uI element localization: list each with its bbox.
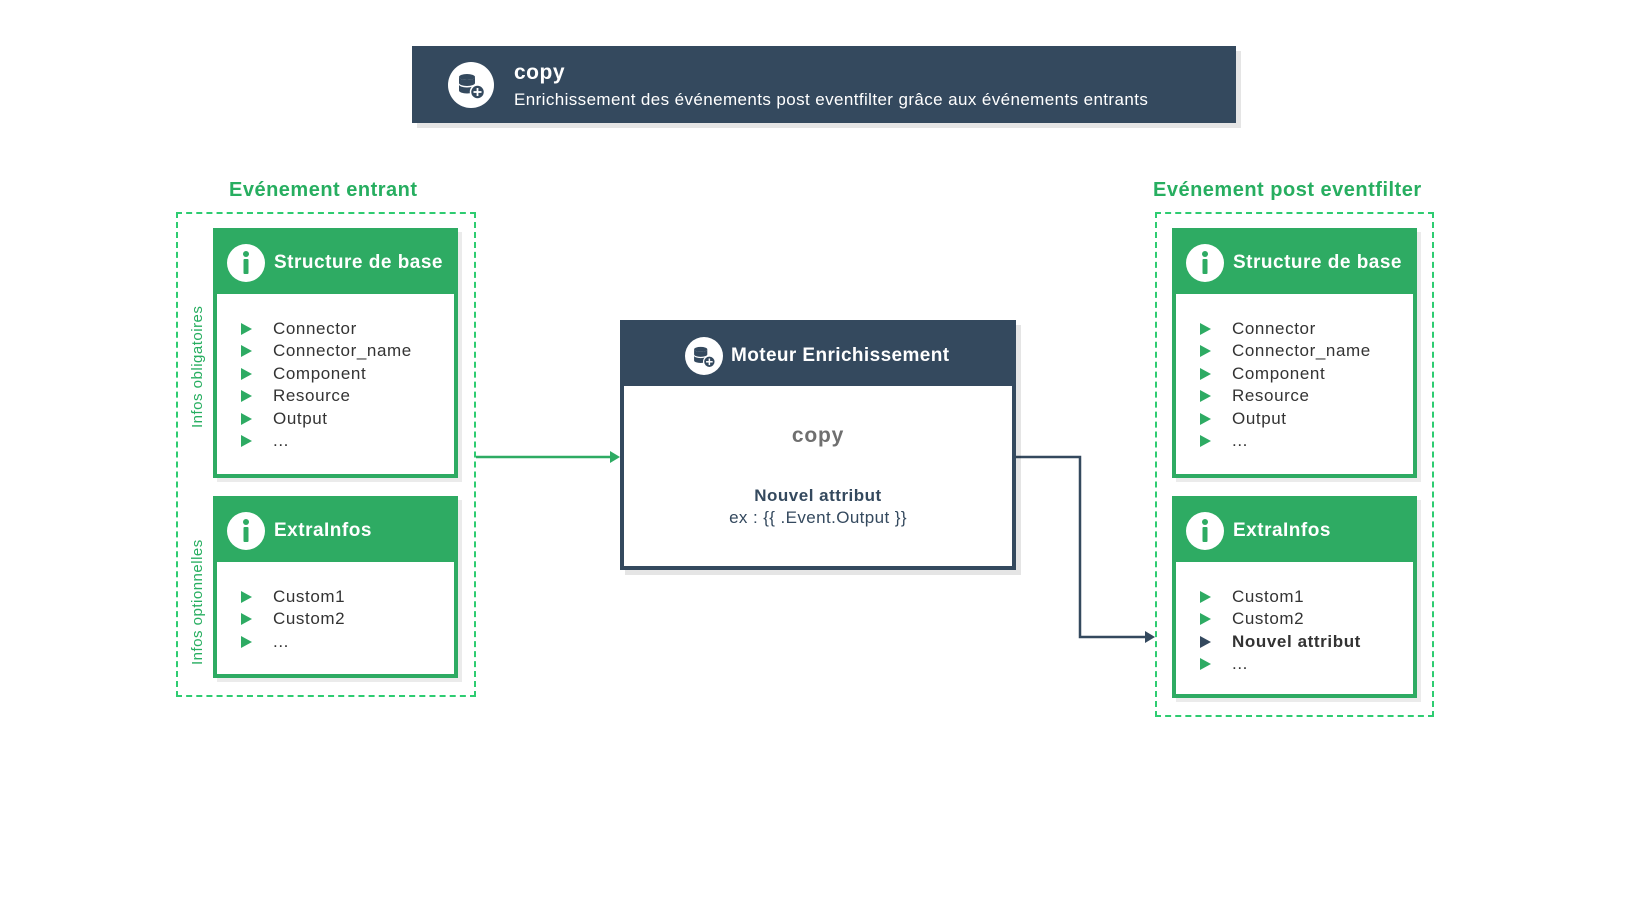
triangle-bullet-icon bbox=[241, 367, 252, 380]
field-label: Custom2 bbox=[1232, 609, 1305, 629]
card-header: ExtraInfos bbox=[1176, 500, 1413, 562]
right-event-container bbox=[1155, 212, 1434, 717]
card-header: Structure de base bbox=[217, 232, 454, 294]
field-label: Custom1 bbox=[273, 587, 346, 606]
card-title: ExtraInfos bbox=[1233, 520, 1331, 541]
list-item: Connector bbox=[217, 318, 454, 340]
triangle-bullet-icon bbox=[1200, 591, 1211, 603]
banner-title: copy bbox=[514, 61, 566, 84]
field-label: Resource bbox=[273, 386, 351, 406]
triangle-bullet-icon bbox=[1200, 658, 1211, 671]
label-optional-info: Infos optionnelles bbox=[189, 539, 206, 665]
field-list: Connector Connector_name Component Resou… bbox=[217, 318, 454, 452]
list-item: Custom1 bbox=[1176, 586, 1413, 608]
banner-subtitle: Enrichissement des événements post event… bbox=[514, 90, 1149, 109]
engine-title: Moteur Enrichissement bbox=[731, 345, 950, 366]
triangle-bullet-icon bbox=[241, 434, 252, 447]
triangle-bullet-icon bbox=[241, 345, 252, 358]
field-label: Custom1 bbox=[1232, 587, 1305, 606]
field-list: Custom1 Custom2 Nouvel attribut ... bbox=[1176, 586, 1413, 676]
info-icon bbox=[227, 512, 265, 550]
header-banner: copy Enrichissement des événements post … bbox=[412, 46, 1236, 123]
field-label: ... bbox=[273, 430, 289, 450]
list-item: Connector_name bbox=[217, 340, 454, 362]
list-item: Component bbox=[217, 363, 454, 385]
arrow-out-head bbox=[1145, 631, 1155, 643]
triangle-bullet-icon bbox=[1200, 613, 1211, 626]
info-icon bbox=[1186, 512, 1224, 550]
triangle-bullet-icon bbox=[241, 412, 252, 425]
left-section-title: Evénement entrant bbox=[229, 179, 418, 201]
triangle-bullet-icon bbox=[1200, 412, 1211, 425]
field-label: ... bbox=[273, 631, 289, 651]
list-item: Custom1 bbox=[217, 586, 454, 608]
list-item: Connector bbox=[1176, 318, 1413, 340]
card-title: Structure de base bbox=[1233, 252, 1402, 273]
field-label: Connector bbox=[1232, 319, 1316, 338]
label-required-info: Infos obligatoires bbox=[189, 305, 206, 428]
arrow-out-line bbox=[1016, 455, 1146, 639]
triangle-bullet-icon bbox=[241, 591, 252, 603]
field-list: Connector Connector_name Component Resou… bbox=[1176, 318, 1413, 452]
card-title: ExtraInfos bbox=[274, 520, 372, 541]
list-item: Connector_name bbox=[1176, 340, 1413, 362]
database-plus-icon bbox=[685, 337, 723, 375]
left-event-container bbox=[176, 212, 476, 697]
field-label: Connector_name bbox=[1232, 341, 1371, 361]
field-list: Custom1 Custom2 ... bbox=[217, 586, 454, 653]
field-label: ... bbox=[1232, 430, 1248, 450]
engine-example: ex : {{ .Event.Output }} bbox=[729, 508, 907, 527]
info-icon bbox=[1186, 244, 1224, 282]
list-item: Output bbox=[217, 408, 454, 430]
list-item: ... bbox=[217, 631, 454, 653]
field-label: Output bbox=[273, 408, 328, 428]
triangle-bullet-icon bbox=[1200, 345, 1211, 358]
right-base-card: Structure de base Connector Connector_na… bbox=[1172, 228, 1417, 478]
list-item: Custom2 bbox=[217, 608, 454, 630]
engine-operation: copy bbox=[791, 424, 845, 447]
field-label: ... bbox=[1232, 654, 1248, 674]
triangle-bullet-icon bbox=[1200, 323, 1211, 335]
list-item: Output bbox=[1176, 408, 1413, 430]
left-base-card: Structure de base Connector Connector_na… bbox=[213, 228, 458, 478]
triangle-bullet-icon bbox=[241, 635, 252, 648]
engine-attribute: Nouvel attribut bbox=[754, 486, 882, 505]
field-label: Custom2 bbox=[273, 609, 346, 629]
triangle-bullet-icon bbox=[241, 323, 252, 335]
right-section-title: Evénement post eventfilter bbox=[1153, 179, 1422, 201]
field-label: Nouvel attribut bbox=[1232, 631, 1361, 651]
card-header: ExtraInfos bbox=[217, 500, 454, 562]
right-extra-card: ExtraInfos Custom1 Custom2 Nouvel attrib… bbox=[1172, 496, 1417, 698]
engine-header: Moteur Enrichissement bbox=[624, 324, 1012, 386]
field-label: Component bbox=[273, 363, 367, 383]
card-title: Structure de base bbox=[274, 252, 443, 273]
arrow-in-head bbox=[610, 451, 620, 463]
list-item: ... bbox=[217, 430, 454, 452]
list-item: Resource bbox=[1176, 385, 1413, 407]
list-item: ... bbox=[1176, 430, 1413, 452]
list-item: Custom2 bbox=[1176, 608, 1413, 630]
triangle-bullet-icon bbox=[241, 390, 252, 403]
field-label: Connector bbox=[273, 319, 357, 338]
triangle-bullet-icon bbox=[1200, 635, 1211, 648]
left-extra-card: ExtraInfos Custom1 Custom2 ... bbox=[213, 496, 458, 678]
list-item: ... bbox=[1176, 653, 1413, 675]
card-header: Structure de base bbox=[1176, 232, 1413, 294]
field-label: Output bbox=[1232, 408, 1287, 428]
info-icon bbox=[227, 244, 265, 282]
triangle-bullet-icon bbox=[1200, 367, 1211, 380]
triangle-bullet-icon bbox=[1200, 390, 1211, 403]
field-label: Connector_name bbox=[273, 341, 412, 361]
list-item: Resource bbox=[217, 385, 454, 407]
list-item: Component bbox=[1176, 363, 1413, 385]
enrichment-engine-box: Moteur Enrichissement copy Nouvel attrib… bbox=[620, 320, 1016, 570]
field-label: Component bbox=[1232, 363, 1326, 383]
triangle-bullet-icon bbox=[241, 613, 252, 626]
new-attribute-item: Nouvel attribut bbox=[1176, 631, 1413, 653]
triangle-bullet-icon bbox=[1200, 434, 1211, 447]
field-label: Resource bbox=[1232, 386, 1310, 406]
database-plus-icon bbox=[448, 62, 494, 108]
